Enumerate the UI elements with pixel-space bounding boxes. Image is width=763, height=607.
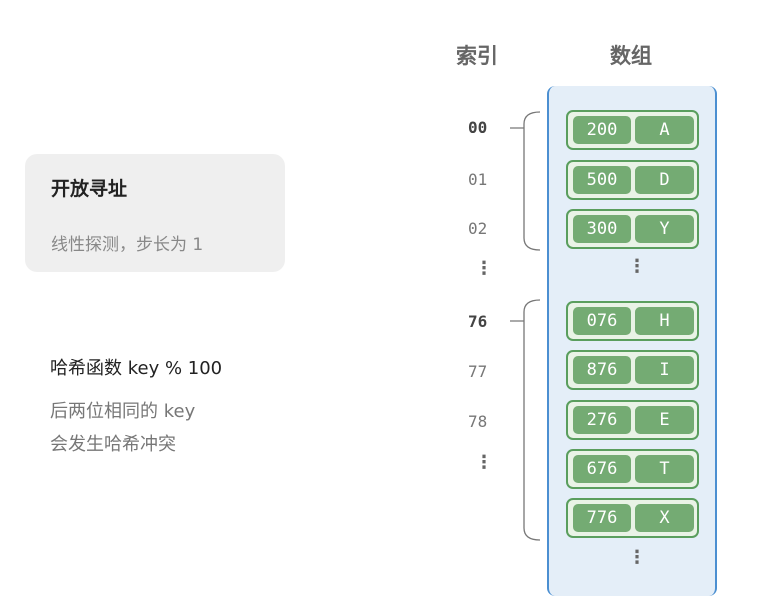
entry-key: 076	[573, 307, 631, 335]
entry-key: 300	[573, 215, 631, 243]
brace-group-00	[509, 111, 541, 251]
entry-value: E	[635, 406, 694, 434]
index-label: 76	[468, 312, 488, 331]
index-label: 02	[468, 219, 488, 238]
array-entry: 300 Y	[566, 209, 699, 249]
hash-function-label: 哈希函数 key % 100	[50, 358, 223, 379]
entry-value: T	[635, 455, 694, 483]
array-entry: 200 A	[566, 110, 699, 150]
index-header: 索引	[456, 44, 498, 68]
array-header: 数组	[610, 44, 652, 68]
note-line-1: 后两位相同的 key	[50, 401, 196, 422]
array-entry: 776 X	[566, 498, 699, 538]
array-ellipsis: ⋮	[628, 256, 646, 277]
card-title: 开放寻址	[51, 178, 128, 200]
array-entry: 876 I	[566, 350, 699, 390]
entry-value: D	[635, 166, 694, 194]
index-label: 77	[468, 362, 488, 381]
array-entry: 276 E	[566, 400, 699, 440]
entry-key: 676	[573, 455, 631, 483]
array-entry: 076 H	[566, 301, 699, 341]
entry-key: 200	[573, 116, 631, 144]
entry-key: 276	[573, 406, 631, 434]
entry-value: X	[635, 504, 694, 532]
index-label: 78	[468, 412, 488, 431]
entry-value: I	[635, 356, 694, 384]
index-label: 01	[468, 170, 488, 189]
entry-key: 776	[573, 504, 631, 532]
entry-key: 876	[573, 356, 631, 384]
entry-value: Y	[635, 215, 694, 243]
brace-group-76	[510, 299, 541, 541]
entry-value: H	[635, 307, 694, 335]
index-label: 00	[468, 118, 488, 137]
array-entry: 676 T	[566, 449, 699, 489]
entry-value: A	[635, 116, 694, 144]
array-entry: 500 D	[566, 160, 699, 200]
note-line-2: 会发生哈希冲突	[50, 434, 176, 455]
card-subtitle: 线性探测，步长为 1	[51, 235, 204, 255]
entry-key: 500	[573, 166, 631, 194]
array-ellipsis: ⋮	[628, 547, 646, 568]
info-card: 开放寻址 线性探测，步长为 1	[25, 154, 285, 272]
